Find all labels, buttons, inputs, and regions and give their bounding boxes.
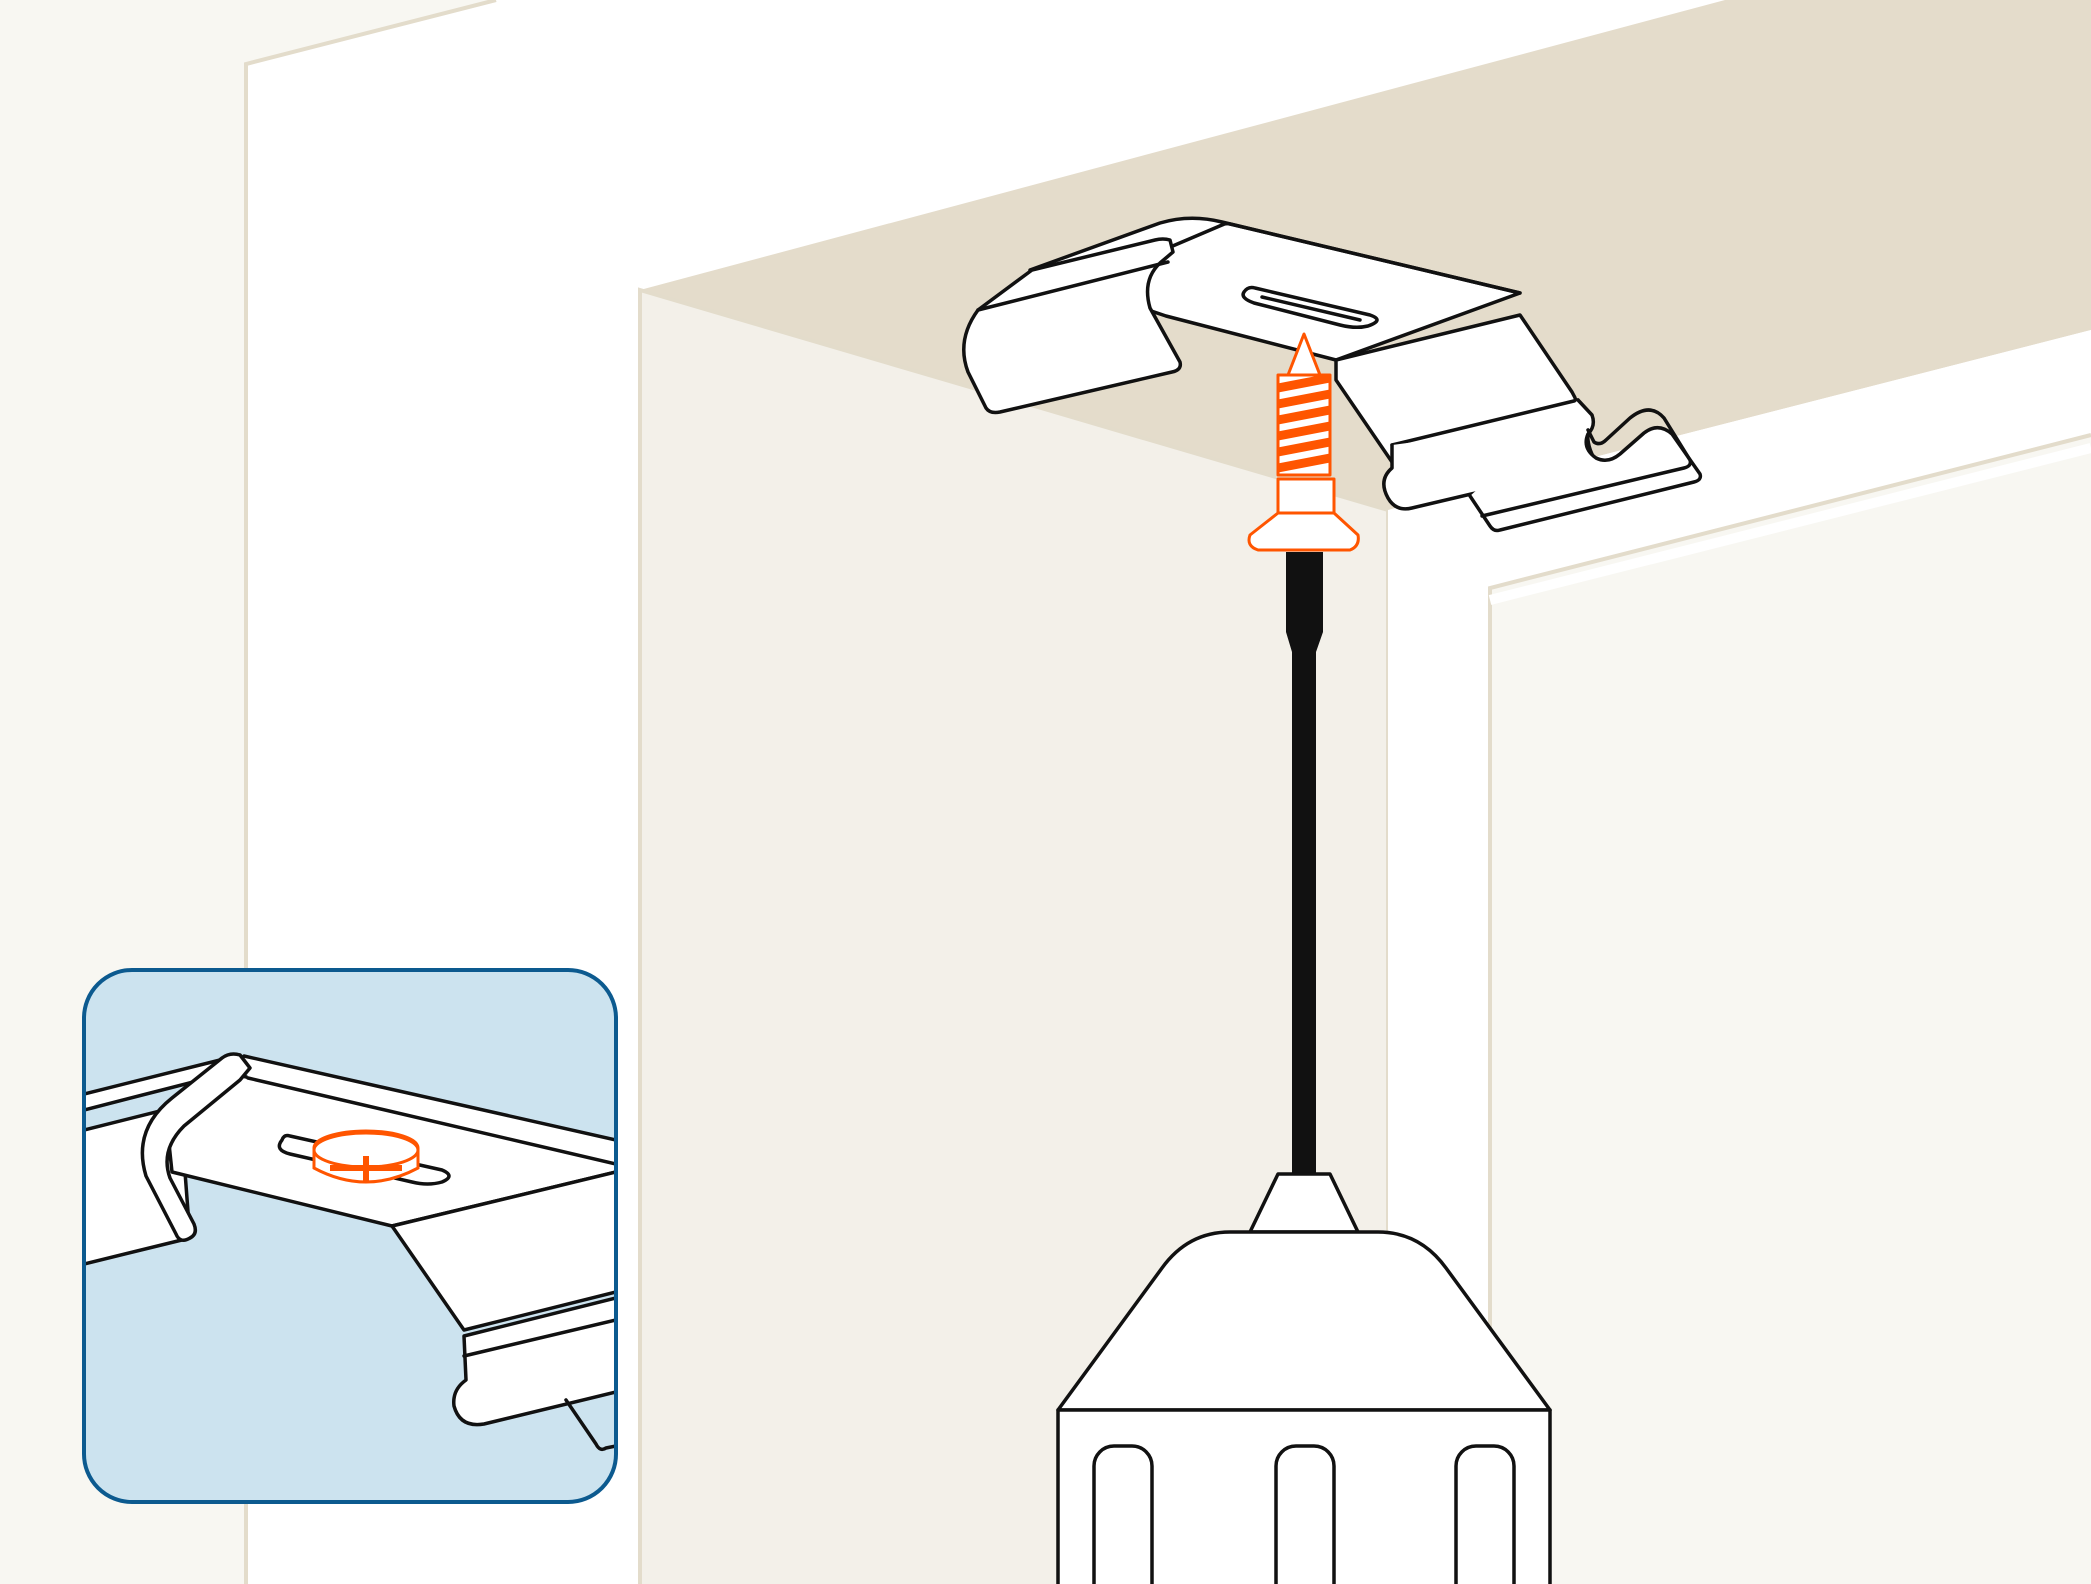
mounting-bracket-icon: [962, 216, 1703, 533]
detail-inset-icon: [82, 968, 618, 1504]
screw-icon: [1247, 332, 1360, 552]
screwdriver-icon: [1056, 552, 1552, 1584]
